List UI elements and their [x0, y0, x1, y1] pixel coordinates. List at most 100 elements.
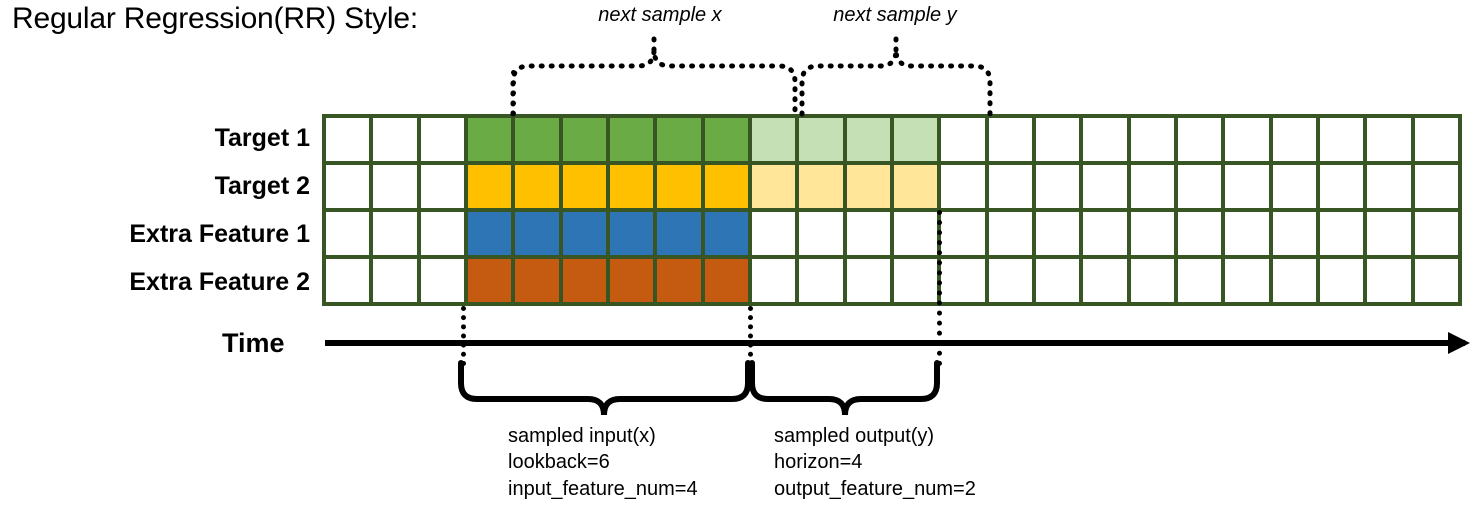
cell-empty-r0-c20 [1272, 118, 1316, 161]
cell-empty-r3-c16 [1083, 259, 1127, 302]
cell-empty-r0-c16 [1083, 118, 1127, 161]
cell-output-r0-c11 [846, 118, 890, 161]
caption-sampled-input: sampled input(x) lookback=6 input_featur… [508, 423, 698, 502]
cell-input-r0-c8 [704, 118, 748, 161]
guide-line-input-end [748, 306, 753, 366]
cell-empty-r1-c1 [373, 165, 417, 208]
brace-sampled-output [749, 360, 940, 416]
annotation-next-sample-x: next sample x [598, 4, 722, 26]
cell-input-r2-c8 [704, 212, 748, 255]
cell-input-r3-c4 [515, 259, 559, 302]
caption-input-line-2: lookback=6 [508, 451, 610, 474]
cell-output-r1-c12 [893, 165, 938, 208]
timeline-grid [322, 114, 1462, 306]
cell-empty-r1-c15 [1035, 165, 1080, 208]
cell-empty-r2-c12 [893, 212, 938, 255]
cell-empty-r0-c21 [1319, 118, 1364, 161]
cell-empty-r1-c16 [1083, 165, 1127, 208]
cell-empty-r1-c0 [326, 165, 370, 208]
cell-input-r2-c5 [562, 212, 606, 255]
cell-empty-r2-c20 [1272, 212, 1316, 255]
cell-empty-r0-c14 [988, 118, 1032, 161]
cell-input-r0-c6 [609, 118, 654, 161]
cell-empty-r3-c9 [751, 259, 796, 302]
cell-input-r2-c4 [515, 212, 559, 255]
cell-empty-r1-c23 [1414, 165, 1458, 208]
cell-empty-r3-c10 [799, 259, 843, 302]
cell-empty-r2-c19 [1225, 212, 1269, 255]
cell-empty-r3-c0 [326, 259, 370, 302]
caption-input-line-3: input_feature_num=4 [508, 477, 698, 500]
caption-output-line-1: sampled output(y) [774, 425, 935, 447]
row-label-extra-feature-2: Extra Feature 2 [129, 268, 310, 296]
cell-output-r1-c9 [751, 165, 796, 208]
cell-empty-r2-c9 [751, 212, 796, 255]
cell-empty-r3-c23 [1414, 259, 1458, 302]
cell-empty-r1-c21 [1319, 165, 1364, 208]
cell-input-r0-c4 [515, 118, 559, 161]
cell-empty-r0-c18 [1177, 118, 1222, 161]
cell-output-r1-c11 [846, 165, 890, 208]
cell-input-r1-c8 [704, 165, 748, 208]
time-axis-arrow-icon [1448, 332, 1470, 354]
caption-input-line-1: sampled input(x) [508, 425, 656, 447]
cell-empty-r0-c22 [1367, 118, 1411, 161]
caption-output-line-2: horizon=4 [774, 451, 863, 474]
cell-empty-r0-c17 [1130, 118, 1174, 161]
cell-input-r2-c7 [657, 212, 701, 255]
cell-input-r3-c8 [704, 259, 748, 302]
cell-input-r3-c6 [609, 259, 654, 302]
cell-empty-r3-c21 [1319, 259, 1364, 302]
cell-input-r1-c6 [609, 165, 654, 208]
guide-line-output-end [937, 210, 942, 366]
cell-empty-r1-c18 [1177, 165, 1222, 208]
cell-empty-r0-c15 [1035, 118, 1080, 161]
cell-input-r3-c7 [657, 259, 701, 302]
cell-empty-r0-c1 [373, 118, 417, 161]
guide-line-top-input-start [511, 70, 516, 116]
cell-input-r3-c3 [467, 259, 512, 302]
cell-empty-r2-c15 [1035, 212, 1080, 255]
cell-input-r1-c7 [657, 165, 701, 208]
cell-empty-r2-c23 [1414, 212, 1458, 255]
cell-empty-r2-c22 [1367, 212, 1411, 255]
cell-input-r1-c4 [515, 165, 559, 208]
cell-empty-r2-c0 [326, 212, 370, 255]
cell-input-r1-c5 [562, 165, 606, 208]
cell-empty-r2-c11 [846, 212, 890, 255]
row-label-target-1: Target 1 [214, 124, 310, 152]
cell-empty-r3-c11 [846, 259, 890, 302]
caption-output-line-3: output_feature_num=2 [774, 477, 976, 500]
cell-empty-r2-c18 [1177, 212, 1222, 255]
annotation-next-sample-y: next sample y [833, 4, 957, 26]
time-axis-label: Time [222, 328, 285, 358]
cell-empty-r0-c0 [326, 118, 370, 161]
cell-empty-r2-c13 [941, 212, 985, 255]
cell-empty-r0-c19 [1225, 118, 1269, 161]
cell-input-r0-c7 [657, 118, 701, 161]
dotted-brace-next-sample-x [510, 49, 798, 117]
cell-input-r2-c6 [609, 212, 654, 255]
cell-empty-r3-c19 [1225, 259, 1269, 302]
row-label-extra-feature-1: Extra Feature 1 [129, 220, 310, 248]
cell-empty-r0-c23 [1414, 118, 1458, 161]
row-label-target-2: Target 2 [214, 172, 310, 200]
cell-empty-r1-c13 [941, 165, 985, 208]
page-title: Regular Regression(RR) Style: [12, 2, 419, 35]
cell-empty-r2-c14 [988, 212, 1032, 255]
brace-sampled-input [458, 360, 751, 416]
cell-empty-r3-c2 [420, 259, 464, 302]
cell-empty-r1-c2 [420, 165, 464, 208]
cell-empty-r3-c12 [893, 259, 938, 302]
cell-input-r0-c5 [562, 118, 606, 161]
cell-empty-r2-c1 [373, 212, 417, 255]
cell-output-r0-c12 [893, 118, 938, 161]
cell-empty-r3-c13 [941, 259, 985, 302]
cell-empty-r0-c13 [941, 118, 985, 161]
cell-empty-r2-c17 [1130, 212, 1174, 255]
cell-empty-r0-c2 [420, 118, 464, 161]
cell-empty-r1-c19 [1225, 165, 1269, 208]
caption-sampled-output: sampled output(y) horizon=4 output_featu… [774, 423, 976, 502]
cell-input-r0-c3 [467, 118, 512, 161]
